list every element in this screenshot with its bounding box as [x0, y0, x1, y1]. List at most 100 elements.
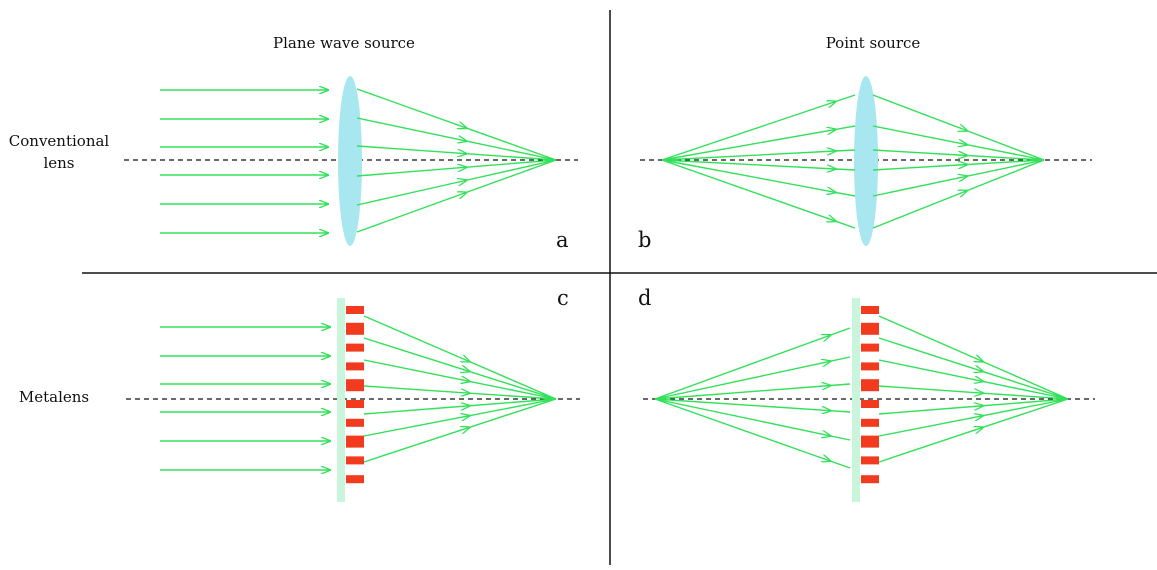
metalens-substrate [337, 298, 345, 502]
converging-ray-cont [966, 159, 1045, 192]
converging-ray [872, 149, 967, 156]
focused-ray-cont [982, 398, 1069, 417]
nanopillar [861, 343, 879, 352]
convex-lens [338, 76, 362, 246]
converging-ray [872, 94, 967, 131]
converging-ray [872, 125, 967, 145]
nanopillar [346, 456, 364, 465]
panel-d-point-source-metalens [654, 298, 1069, 502]
nanopillar [861, 400, 879, 408]
refracted-ray-cont [466, 159, 557, 194]
focused-ray-cont [982, 392, 1069, 400]
converging-ray-cont [967, 159, 1045, 166]
diverging-ray-cont [830, 460, 851, 469]
metalens-substrate [852, 298, 860, 502]
focused-ray [878, 359, 983, 381]
focused-ray [878, 427, 983, 463]
diverging-ray-cont [830, 327, 851, 336]
refracted-ray [356, 167, 466, 177]
diverging-ray [654, 335, 831, 400]
focused-ray [363, 315, 470, 362]
focused-ray [878, 385, 983, 393]
nanopillar [861, 306, 879, 314]
nanopillar [346, 343, 364, 352]
nanopillar [861, 379, 879, 392]
diverging-ray-cont [830, 410, 851, 413]
refracted-ray-cont [466, 140, 557, 161]
focused-ray [363, 337, 470, 372]
focused-ray-cont [469, 380, 557, 400]
diverging-ray [661, 159, 836, 169]
panel-letter-a: a [556, 228, 569, 252]
refracted-ray [356, 88, 466, 128]
diverging-ray-cont [835, 220, 856, 229]
focused-ray-cont [982, 380, 1069, 400]
convex-lens [854, 76, 878, 246]
refracted-ray [356, 180, 466, 206]
row-label-metalens: Metalens [19, 388, 89, 406]
diverging-ray [654, 361, 831, 400]
nanopillar [346, 379, 364, 392]
diverging-ray [654, 398, 831, 411]
converging-ray [872, 176, 967, 197]
focused-ray [363, 427, 470, 463]
diverging-ray-cont [835, 125, 856, 131]
nanopillar [346, 435, 364, 448]
refracted-ray-cont [466, 159, 557, 168]
focused-ray-cont [982, 398, 1069, 407]
panel-c-plane-wave-metalens [160, 298, 557, 502]
focused-ray [363, 359, 470, 381]
diverging-ray [661, 159, 836, 192]
nanopillar [346, 322, 364, 335]
focused-ray-cont [982, 398, 1069, 429]
focused-ray [363, 416, 470, 437]
focused-ray-cont [469, 361, 557, 400]
focused-ray [878, 406, 983, 415]
refracted-ray-cont [466, 153, 557, 161]
diverging-ray [654, 386, 831, 400]
focused-ray-cont [469, 370, 557, 400]
converging-ray [872, 191, 967, 229]
panel-letter-b: b [638, 228, 651, 252]
focused-ray-cont [469, 398, 557, 407]
nanopillar [346, 362, 364, 371]
diverging-ray [661, 102, 836, 161]
row-label-conventional: Conventional [9, 132, 110, 150]
panel-letter-c: c [557, 286, 569, 310]
nanopillar [861, 475, 879, 484]
diverging-ray-cont [835, 94, 856, 103]
converging-ray-cont [967, 154, 1045, 161]
nanopillar [861, 362, 879, 371]
focused-ray-cont [469, 398, 557, 417]
row-label-lens: lens [43, 154, 74, 172]
nanopillar [346, 418, 364, 427]
converging-ray-cont [966, 130, 1045, 161]
focused-ray-cont [469, 392, 557, 400]
nanopillar [861, 322, 879, 335]
nanopillar [861, 418, 879, 427]
nanopillar [861, 435, 879, 448]
diverging-ray-cont [835, 168, 856, 171]
panel-b-point-source-conventional [661, 76, 1045, 246]
diverging-ray [661, 159, 836, 221]
diverging-ray-cont [835, 191, 856, 197]
diverging-ray-cont [830, 383, 851, 387]
focused-ray [878, 337, 983, 372]
panel-a-plane-wave-conventional [160, 76, 557, 246]
focused-ray-cont [982, 361, 1069, 400]
diverging-ray [661, 129, 836, 161]
refracted-ray-cont [466, 127, 557, 161]
converging-ray [872, 165, 967, 171]
nanopillar [346, 475, 364, 484]
column-title-plane-wave: Plane wave source [273, 34, 415, 52]
converging-ray-cont [966, 144, 1045, 161]
refracted-ray [356, 117, 466, 141]
focused-ray [878, 416, 983, 437]
focused-ray-cont [469, 398, 557, 429]
converging-ray-cont [966, 159, 1045, 177]
column-title-point-source: Point source [826, 34, 921, 52]
focused-ray [878, 315, 983, 362]
diverging-ray [654, 398, 831, 461]
